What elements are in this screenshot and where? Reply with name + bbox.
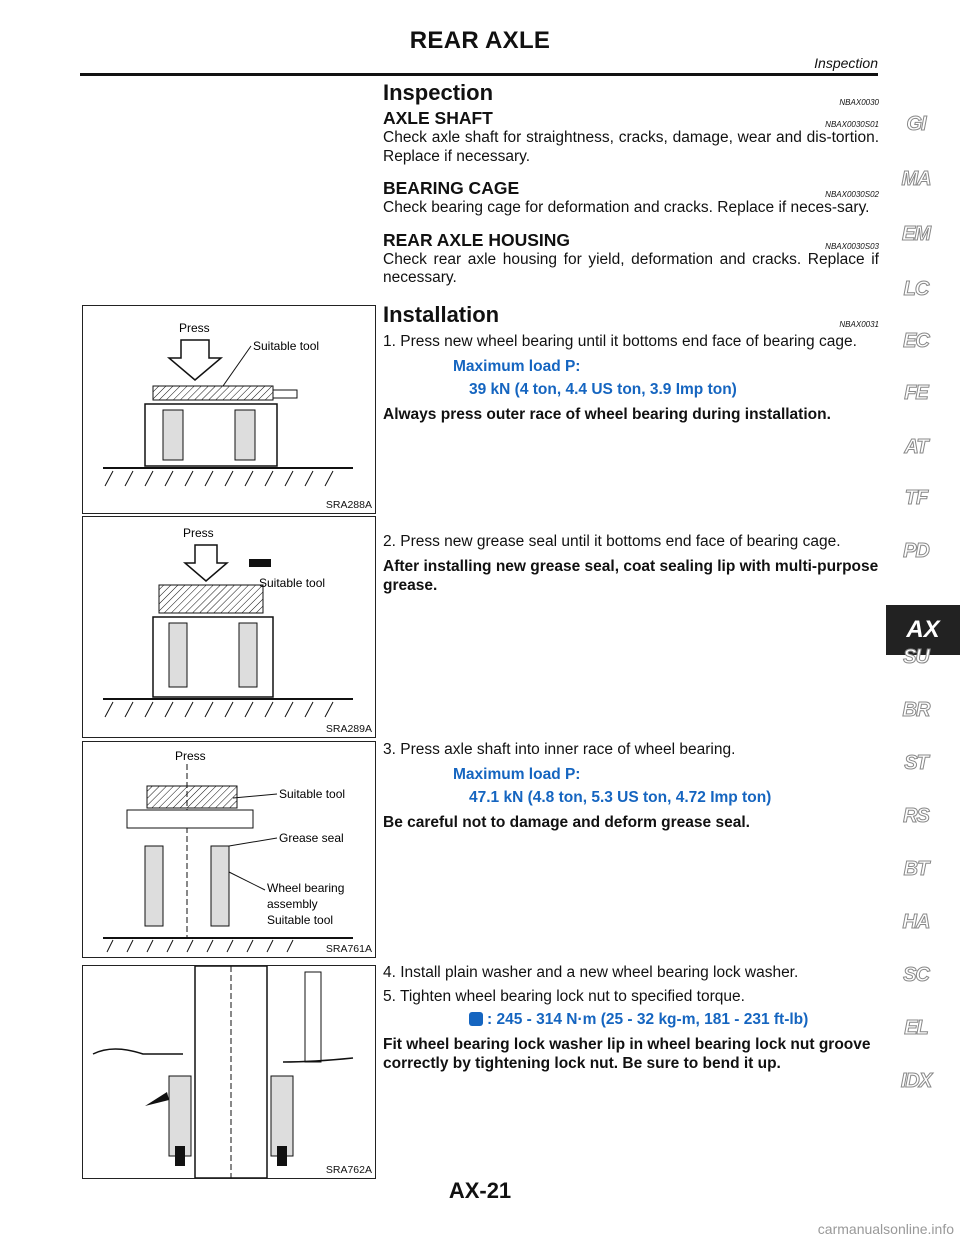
side-tab-ec[interactable]: EC xyxy=(903,330,931,353)
step-2: 2. Press new grease seal until it bottom… xyxy=(383,533,841,550)
side-tab-em[interactable]: EM xyxy=(902,223,932,246)
step-5: 5. Tighten wheel bearing lock nut to spe… xyxy=(383,988,745,1005)
figure-caption-sra761a: SRA761A xyxy=(325,943,372,955)
side-tab-su[interactable]: SU xyxy=(903,646,931,669)
axle-shaft-code: NBAX0030S01 xyxy=(825,120,879,129)
installation-section: Installation NBAX0031 1. Press new wheel… xyxy=(383,302,879,424)
bearing-cage-code: NBAX0030S02 xyxy=(825,190,879,199)
side-tab-sc[interactable]: SC xyxy=(903,964,931,987)
side-tab-lc[interactable]: LC xyxy=(903,278,930,301)
fig1-press-label: Press xyxy=(179,321,210,335)
bearing-cage-text: Check bearing cage for deformation and c… xyxy=(383,199,870,216)
side-tab-ha[interactable]: HA xyxy=(902,911,931,934)
side-tab-st[interactable]: ST xyxy=(904,752,930,775)
side-tab-tf[interactable]: TF xyxy=(904,487,928,510)
side-tab-bt[interactable]: BT xyxy=(903,858,930,881)
torque-wrench-icon xyxy=(469,1012,483,1026)
step-5-note: Fit wheel bearing lock washer lip in whe… xyxy=(383,1036,871,1072)
rear-axle-housing-text: Check rear axle housing for yield, defor… xyxy=(383,250,879,287)
fig1-tool-label: Suitable tool xyxy=(253,339,319,353)
bearing-cage-heading: BEARING CAGE xyxy=(383,178,520,198)
step-5-torque: : 245 - 314 N·m (25 - 32 kg-m, 181 - 231… xyxy=(487,1011,809,1028)
side-tab-at[interactable]: AT xyxy=(904,436,929,459)
page-number: AX-21 xyxy=(448,1178,512,1203)
fig3-tool-label-2: Suitable tool xyxy=(267,913,333,927)
side-tab-br[interactable]: BR xyxy=(902,699,931,722)
installation-title: Installation xyxy=(383,302,500,327)
side-tab-ax-active[interactable]: AX xyxy=(886,605,960,655)
step-2-note: After installing new grease seal, coat s… xyxy=(383,558,879,594)
rear-axle-housing-code: NBAX0030S03 xyxy=(825,241,879,251)
step-5-torque-line: : 245 - 314 N·m (25 - 32 kg-m, 181 - 231… xyxy=(469,1011,879,1029)
step-1-spec-value: 39 kN (4 ton, 4.4 US ton, 3.9 Imp ton) xyxy=(469,381,737,398)
step-4-5-block: 4. Install plain washer and a new wheel … xyxy=(383,963,879,1073)
side-tab-gi[interactable]: GI xyxy=(906,113,927,136)
page-header-subtitle: Inspection xyxy=(814,55,878,71)
watermark: carmanualsonline.info xyxy=(817,1221,954,1237)
figure-sra761a: Press Suitable tool Grease seal Wheel be… xyxy=(82,741,376,958)
figure-sra762a-drawing xyxy=(92,965,354,1179)
figure-sra288a-drawing: Press Suitable tool xyxy=(103,321,353,487)
side-tab-fe[interactable]: FE xyxy=(904,382,930,405)
figure-caption-sra289a: SRA289A xyxy=(325,723,372,735)
fig2-press-label: Press xyxy=(183,526,214,540)
step-4: 4. Install plain washer and a new wheel … xyxy=(383,964,799,981)
fig3-grease-seal-label: Grease seal xyxy=(279,831,344,845)
fig2-tool-label: Suitable tool xyxy=(259,576,325,590)
side-tab-pd[interactable]: PD xyxy=(903,540,931,563)
step-2-block: 2. Press new grease seal until it bottom… xyxy=(383,532,879,595)
fig3-press-label: Press xyxy=(175,749,206,763)
inspection-section: Inspection NBAX0030 AXLE SHAFT NBAX0030S… xyxy=(383,80,879,288)
installation-code: NBAX0031 xyxy=(839,320,879,329)
rear-axle-housing-heading: REAR AXLE HOUSING xyxy=(383,229,571,250)
step-1-note: Always press outer race of wheel bearing… xyxy=(383,406,831,423)
figure-sra288a: Press Suitable tool SRA288A xyxy=(82,305,376,514)
figure-caption-sra288a: SRA288A xyxy=(325,499,372,511)
axle-shaft-heading: AXLE SHAFT xyxy=(383,108,493,128)
step-3-spec-value: 47.1 kN (4.8 ton, 5.3 US ton, 4.72 Imp t… xyxy=(469,789,772,806)
fig3-tool-label-1: Suitable tool xyxy=(279,787,345,801)
page-header-title: REAR AXLE xyxy=(409,27,551,54)
step-3: 3. Press axle shaft into inner race of w… xyxy=(383,741,736,758)
step-1-spec-label: Maximum load P: xyxy=(453,358,581,375)
figure-caption-sra762a: SRA762A xyxy=(325,1164,372,1176)
side-tab-el[interactable]: EL xyxy=(904,1017,930,1040)
axle-shaft-text: Check axle shaft for straightness, crack… xyxy=(383,129,879,165)
side-tab-idx[interactable]: IDX xyxy=(900,1070,932,1093)
side-tab-rs[interactable]: RS xyxy=(903,805,931,828)
fig3-bearing-label: Wheel bearing xyxy=(267,881,344,895)
header-rule xyxy=(80,73,878,76)
side-tab-ma[interactable]: MA xyxy=(901,168,932,191)
inspection-title: Inspection xyxy=(383,80,494,105)
step-3-spec-label: Maximum load P: xyxy=(453,766,581,783)
figure-sra289a-drawing: Press Suitable tool xyxy=(103,526,353,718)
figure-sra289a: Press Suitable tool SRA289A xyxy=(82,516,376,738)
step-3-note: Be careful not to damage and deform grea… xyxy=(383,814,750,831)
step-3-block: 3. Press axle shaft into inner race of w… xyxy=(383,740,879,832)
inspection-code: NBAX0030 xyxy=(839,98,879,107)
figure-sra761a-drawing: Press Suitable tool Grease seal Wheel be… xyxy=(103,749,353,953)
fig3-assembly-label: assembly xyxy=(267,897,318,911)
step-1: 1. Press new wheel bearing until it bott… xyxy=(383,333,857,350)
figure-sra762a: SRA762A xyxy=(82,965,376,1179)
